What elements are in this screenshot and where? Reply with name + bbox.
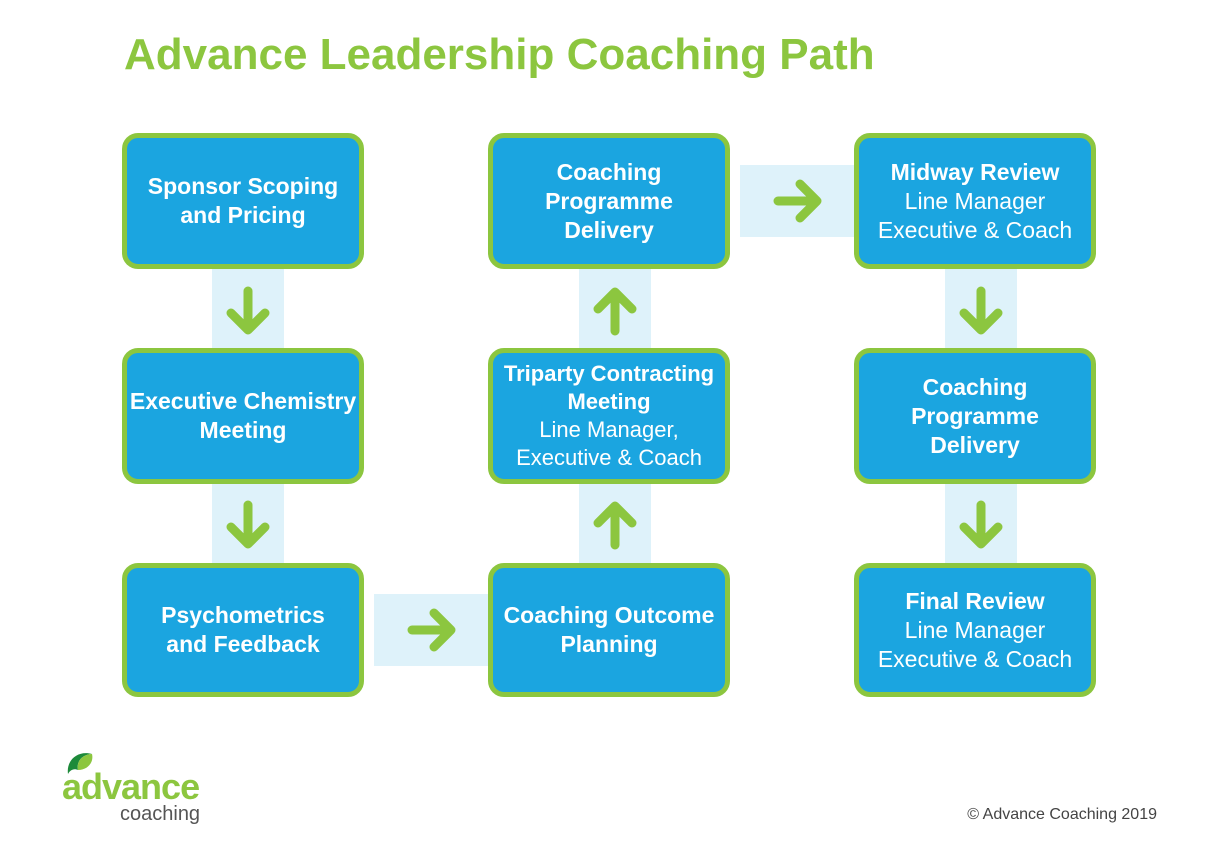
- box-final-review-detail-1: Line Manager: [904, 616, 1046, 643]
- box-executive-chemistry-title: Executive Chemistry Meeting: [129, 388, 357, 443]
- arrow-down-icon: [220, 497, 276, 553]
- logo-word-advance: advance: [62, 766, 200, 807]
- box-triparty-detail-2: Executive & Coach: [516, 445, 702, 470]
- box-midway-review-detail-1: Line Manager: [904, 187, 1046, 214]
- box-coaching-outcome: Coaching Outcome Planning: [488, 563, 730, 697]
- arrow-down-icon: [953, 283, 1009, 339]
- box-final-review: Final Review Line Manager Executive & Co…: [854, 563, 1096, 697]
- box-triparty: Triparty Contracting Meeting Line Manage…: [488, 348, 730, 484]
- arrow-up-icon: [587, 497, 643, 553]
- box-psychometrics: Psychometrics and Feedback: [122, 563, 364, 697]
- box-programme-delivery-2-title: Coaching Programme Delivery: [911, 373, 1039, 458]
- arrow-down-icon: [953, 497, 1009, 553]
- box-final-review-title: Final Review: [905, 587, 1045, 614]
- copyright-notice: © Advance Coaching 2019: [967, 806, 1157, 823]
- box-programme-delivery-2: Coaching Programme Delivery: [854, 348, 1096, 484]
- box-programme-delivery-1-title: Coaching Programme Delivery: [545, 158, 673, 243]
- box-coaching-outcome-title: Coaching Outcome Planning: [503, 602, 715, 657]
- box-midway-review: Midway Review Line Manager Executive & C…: [854, 133, 1096, 269]
- box-midway-review-detail-2: Executive & Coach: [877, 216, 1073, 243]
- logo-word-coaching: coaching: [120, 803, 201, 825]
- swirl-logo-icon: [67, 753, 93, 774]
- box-programme-delivery-1: Coaching Programme Delivery: [488, 133, 730, 269]
- box-triparty-title: Triparty Contracting Meeting: [503, 361, 715, 414]
- box-executive-chemistry: Executive Chemistry Meeting: [122, 348, 364, 484]
- box-final-review-detail-2: Executive & Coach: [877, 645, 1073, 672]
- box-triparty-detail-1: Line Manager,: [539, 417, 679, 442]
- box-sponsor-scoping-title: Sponsor Scoping and Pricing: [147, 173, 339, 228]
- arrow-right-icon: [404, 602, 460, 658]
- box-psychometrics-title: Psychometrics and Feedback: [161, 602, 325, 657]
- arrow-up-icon: [587, 283, 643, 339]
- arrow-down-icon: [220, 283, 276, 339]
- advance-coaching-logo: advance coaching: [62, 748, 212, 828]
- page-title: Advance Leadership Coaching Path: [124, 30, 875, 79]
- box-midway-review-title: Midway Review: [890, 158, 1060, 185]
- box-sponsor-scoping: Sponsor Scoping and Pricing: [122, 133, 364, 269]
- arrow-right-icon: [770, 173, 826, 229]
